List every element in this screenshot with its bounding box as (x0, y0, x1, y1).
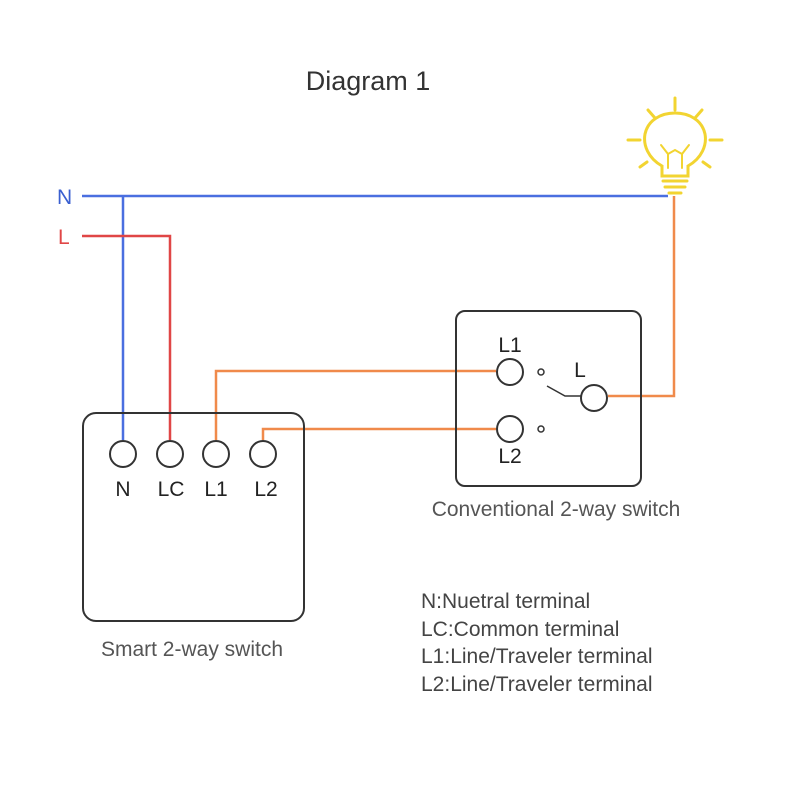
smart-switch-terminals (109, 440, 277, 468)
terminal-n (109, 440, 137, 468)
legend-item: LC:Common terminal (421, 618, 619, 641)
terminal-lc (156, 440, 184, 468)
smart-switch-box (82, 412, 305, 622)
legend-item: L1:Line/Traveler terminal (421, 645, 653, 668)
terminal-label-lc: LC (158, 478, 185, 501)
neutral-bus-label: N (57, 186, 72, 209)
switch-lever (546, 385, 581, 397)
terminal-l2 (249, 440, 277, 468)
contact-point-l2 (537, 425, 545, 433)
legend-item: N:Nuetral terminal (421, 590, 590, 613)
traveler-wire-l2 (261, 427, 496, 440)
live-wire (82, 234, 172, 440)
contact-point-l1 (537, 368, 545, 376)
load-wire (608, 196, 676, 398)
conventional-switch-box (455, 310, 642, 487)
conv-terminal-l (580, 384, 608, 412)
conv-terminal-l2 (496, 415, 524, 443)
legend-item: L2:Line/Traveler terminal (421, 673, 653, 696)
terminal-legend: N:Nuetral terminal LC:Common terminal L1… (421, 590, 653, 696)
conv-label-l: L (574, 359, 586, 382)
terminal-l1 (202, 440, 230, 468)
smart-switch-caption: Smart 2-way switch (101, 638, 283, 661)
conventional-switch-caption: Conventional 2-way switch (432, 498, 681, 521)
light-bulb-icon (626, 96, 724, 195)
terminal-label-l1: L1 (204, 478, 227, 501)
conventional-switch-terminals (496, 358, 608, 443)
diagram-title: Diagram 1 (306, 66, 431, 96)
conv-label-l1: L1 (498, 334, 521, 357)
conv-label-l2: L2 (498, 445, 521, 468)
terminal-label-l2: L2 (254, 478, 277, 501)
conv-terminal-l1 (496, 358, 524, 386)
terminal-label-n: N (115, 478, 130, 501)
wires (82, 194, 676, 440)
traveler-wire-l1 (214, 369, 496, 440)
live-bus-label: L (58, 226, 70, 249)
